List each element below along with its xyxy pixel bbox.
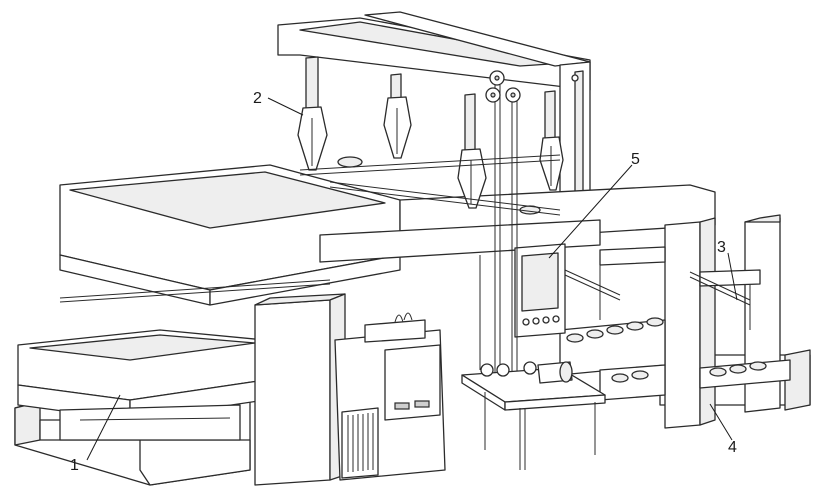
gripper-group-item-2	[297, 56, 564, 215]
vent-grille	[347, 413, 374, 472]
upper-bin	[59, 164, 401, 306]
sorting-rails	[564, 252, 751, 330]
callout-2: 2	[253, 90, 262, 107]
gripper	[539, 90, 564, 191]
gripper	[297, 56, 328, 171]
cross-rails	[299, 154, 561, 216]
gripper	[457, 93, 487, 209]
control-cabinet	[334, 312, 446, 481]
gripper	[383, 73, 412, 159]
leader-lines	[86, 97, 738, 461]
callout-5: 5	[631, 151, 640, 168]
callout-3: 3	[717, 239, 726, 256]
callout-1: 1	[70, 457, 79, 474]
display-panel-item-5	[514, 243, 566, 338]
gantry-frame	[277, 11, 591, 241]
callout-4: 4	[728, 439, 737, 456]
tray-item-1	[17, 329, 266, 441]
lift-column	[479, 70, 521, 375]
center-pillar	[254, 293, 346, 486]
conveyor-item-4	[559, 317, 791, 401]
motor-table	[461, 361, 606, 470]
